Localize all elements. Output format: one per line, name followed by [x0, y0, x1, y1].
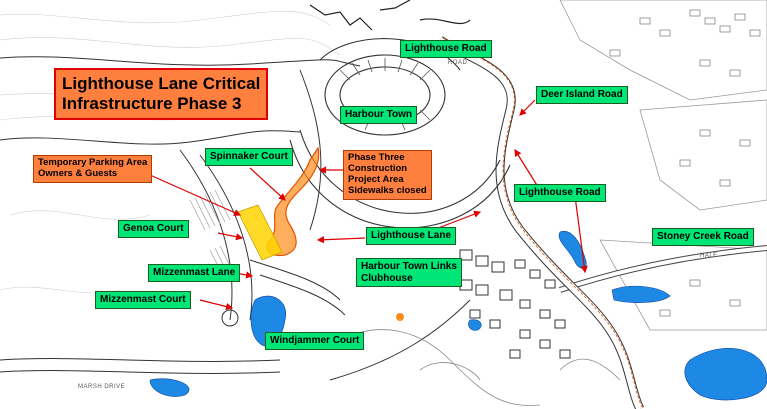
map-title-line2: Infrastructure Phase 3	[62, 94, 242, 114]
note-temporary-parking: Temporary Parking Area Owners & Guests	[33, 155, 153, 183]
label-deer-island-road: Deer Island Road	[536, 86, 628, 104]
label-spinnaker-court: Spinnaker Court	[205, 148, 293, 166]
stoney-creek-road-line	[559, 245, 767, 293]
left-streets	[0, 149, 471, 381]
street-text-road: ROAD	[448, 60, 468, 66]
arrow-temp-parking	[149, 174, 242, 216]
label-mizzenmast-court: Mizzenmast Court	[95, 291, 191, 309]
clubhouse-marker	[396, 313, 404, 321]
label-mizzenmast-lane: Mizzenmast Lane	[148, 264, 241, 282]
golf-course-lines	[339, 329, 621, 406]
label-harbour-town-links-line2: Clubhouse	[361, 272, 413, 284]
note-phase-three-line3: Project Area	[348, 173, 404, 185]
pond-bottom-right	[684, 348, 767, 401]
label-harbour-town: Harbour Town	[340, 106, 418, 124]
label-lighthouse-road-mid: Lighthouse Road	[514, 184, 606, 202]
note-phase-three: Phase Three Construction Project Area Si…	[343, 150, 432, 200]
jetty	[309, 0, 471, 31]
map-title: Lighthouse Lane Critical Infrastructure …	[54, 68, 269, 121]
note-phase-three-line4: Sidewalks closed	[348, 184, 427, 196]
harbour-docks	[339, 58, 431, 131]
label-harbour-town-links-clubhouse: Harbour Town Links Clubhouse	[356, 258, 462, 287]
street-text-marsh-drive: MARSH DRIVE	[78, 384, 126, 390]
arrow-deer-island	[519, 99, 536, 116]
note-temporary-parking-line2: Owners & Guests	[38, 167, 118, 179]
label-lighthouse-road-top: Lighthouse Road	[400, 40, 492, 58]
wetland-hatch	[0, 10, 341, 294]
arrow-lighthouse-road-mid-b	[574, 195, 588, 274]
arrow-spinnaker	[249, 167, 286, 201]
label-lighthouse-lane: Lighthouse Lane	[366, 227, 456, 245]
note-temporary-parking-line1: Temporary Parking Area	[38, 157, 148, 168]
label-genoa-court: Genoa Court	[118, 220, 189, 238]
note-phase-three-line1: Phase Three	[348, 152, 405, 163]
note-phase-three-line2: Construction	[348, 162, 408, 174]
arrow-mizzenmast-court	[199, 299, 234, 311]
clubhouse-lots	[459, 249, 571, 359]
map-title-line1: Lighthouse Lane Critical	[62, 74, 261, 93]
label-stoney-creek-road: Stoney Creek Road	[652, 228, 754, 246]
street-text-half: HALF	[700, 253, 718, 259]
arrow-lighthouse-lane	[316, 236, 366, 244]
pond-bottom-left	[149, 378, 190, 397]
temporary-parking-area	[237, 204, 283, 261]
pond-right	[611, 285, 671, 303]
arrow-lighthouse-road-mid-a	[514, 148, 541, 191]
callout-arrows	[149, 44, 588, 311]
water-bodies	[149, 230, 767, 401]
boundary-lines	[0, 56, 361, 231]
arrow-genoa	[217, 232, 244, 241]
pond-small	[468, 319, 482, 331]
label-harbour-town-links-line1: Harbour Town Links	[361, 261, 457, 272]
label-windjammer-court: Windjammer Court	[265, 332, 365, 350]
phase-three-construction-area	[266, 146, 320, 257]
